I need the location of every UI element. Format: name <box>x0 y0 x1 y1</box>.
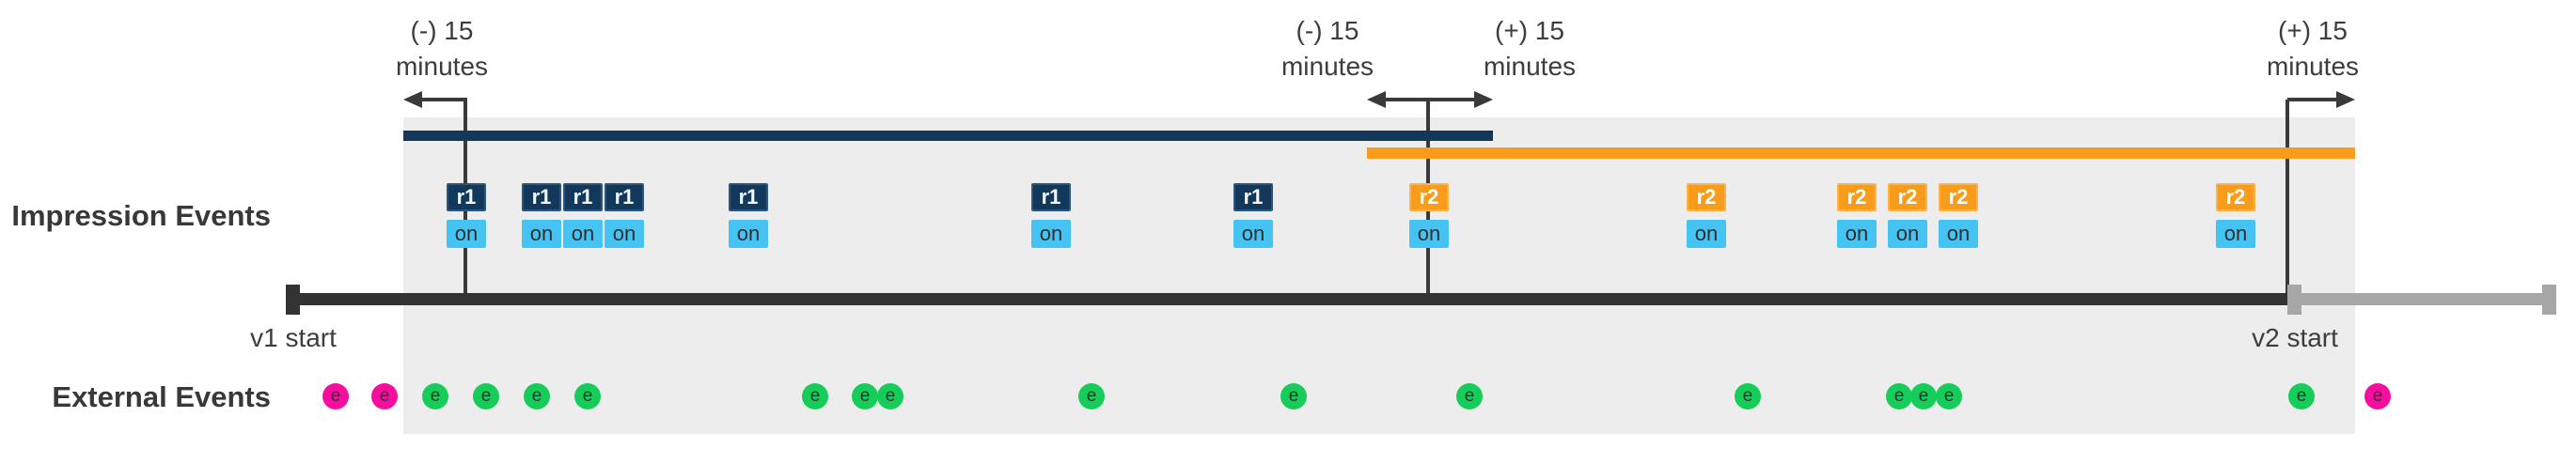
rule-badge-r1: r1 <box>729 183 768 211</box>
state-badge-on: on <box>1031 220 1071 248</box>
v1-start-tick <box>286 285 300 315</box>
rule-badge-r2: r2 <box>1939 183 1978 211</box>
timeline-end-tick <box>2542 285 2556 315</box>
annotation-minus15-left: (-) 15 minutes <box>396 13 488 85</box>
r2-window-bar <box>1367 147 2355 159</box>
state-badge-on: on <box>563 220 603 248</box>
window-arrow-mid-head-right <box>1474 91 1493 108</box>
impression-event-r2: r2 on <box>2216 183 2255 248</box>
external-event-dot-green: e <box>574 383 601 410</box>
v2-start-tick <box>2287 285 2301 315</box>
impression-event-r1: r1 on <box>1031 183 1071 248</box>
annotation-line1: (-) 15 <box>1296 16 1359 45</box>
external-event-dot-green: e <box>473 383 499 410</box>
external-event-dot-green: e <box>877 383 903 410</box>
external-events-label: External Events <box>52 380 271 413</box>
impression-event-r2: r2 on <box>1837 183 1877 248</box>
external-event-dot-pink: e <box>2364 383 2391 410</box>
impression-event-r1: r1 on <box>1233 183 1273 248</box>
external-event-dot-green: e <box>2288 383 2315 410</box>
plus15-arrow-right-head-right <box>2336 91 2355 108</box>
annotation-line1: (+) 15 <box>2278 16 2348 45</box>
plus15-arrow-right-line <box>2287 98 2342 101</box>
annotation-minus15-mid: (-) 15 minutes <box>1281 13 1374 85</box>
rule-badge-r2: r2 <box>1888 183 1927 211</box>
v1-start-label: v1 start <box>250 323 337 352</box>
impression-event-r1: r1 on <box>522 183 561 248</box>
annotation-line2: minutes <box>1483 52 1577 81</box>
impression-event-r2: r2 on <box>1888 183 1927 248</box>
v2-start-label: v2 start <box>2252 323 2338 352</box>
annotation-line2: minutes <box>2266 52 2360 81</box>
annotation-plus15-right: (+) 15 minutes <box>2267 13 2359 85</box>
state-badge-on: on <box>1233 220 1273 248</box>
impression-event-r2: r2 on <box>1687 183 1726 248</box>
highlight-panel <box>403 117 2355 434</box>
v2-start-line <box>2285 100 2289 299</box>
rule-badge-r2: r2 <box>1409 183 1449 211</box>
annotation-line2: minutes <box>1280 52 1374 81</box>
external-event-dot-green: e <box>1078 383 1105 410</box>
rule-badge-r2: r2 <box>2216 183 2255 211</box>
external-event-dot-green: e <box>1936 383 1962 410</box>
rule-badge-r2: r2 <box>1837 183 1877 211</box>
external-event-dot-green: e <box>422 383 448 410</box>
impression-event-r1: r1 on <box>563 183 603 248</box>
state-badge-on: on <box>1687 220 1726 248</box>
window-arrow-mid-head-left <box>1367 91 1386 108</box>
state-badge-on: on <box>522 220 561 248</box>
impression-event-r2: r2 on <box>1409 183 1449 248</box>
minus15-arrow-left-head-left <box>403 91 422 108</box>
impression-event-r1: r1 on <box>605 183 644 248</box>
state-badge-on: on <box>2216 220 2255 248</box>
external-event-dot-green: e <box>1910 383 1937 410</box>
annotation-line1: (-) 15 <box>410 16 474 45</box>
external-event-dot-green: e <box>852 383 878 410</box>
annotation-line2: minutes <box>395 52 489 81</box>
minus15-arrow-left-line <box>416 98 467 101</box>
external-event-dot-green: e <box>1886 383 1912 410</box>
state-badge-on: on <box>729 220 768 248</box>
impression-event-r2: r2 on <box>1939 183 1978 248</box>
impression-event-r1: r1 on <box>447 183 486 248</box>
impression-events-label: Impression Events <box>11 199 271 232</box>
state-badge-on: on <box>1888 220 1927 248</box>
r1-window-bar <box>403 131 1493 141</box>
window-arrow-mid-line <box>1380 98 1480 101</box>
external-event-dot-green: e <box>802 383 828 410</box>
rule-badge-r1: r1 <box>1031 183 1071 211</box>
timeline-bar-active <box>287 293 2288 305</box>
rule-badge-r1: r1 <box>563 183 603 211</box>
external-event-dot-pink: e <box>371 383 398 410</box>
rule-badge-r2: r2 <box>1687 183 1726 211</box>
external-event-dot-green: e <box>1280 383 1307 410</box>
rule-badge-r1: r1 <box>447 183 486 211</box>
timeline-bar-future <box>2288 293 2550 305</box>
impression-event-r1: r1 on <box>729 183 768 248</box>
rule-badge-r1: r1 <box>605 183 644 211</box>
state-badge-on: on <box>605 220 644 248</box>
state-badge-on: on <box>1409 220 1449 248</box>
state-badge-on: on <box>1837 220 1877 248</box>
external-event-dot-green: e <box>1735 383 1761 410</box>
state-badge-on: on <box>447 220 486 248</box>
rule-badge-r1: r1 <box>522 183 561 211</box>
external-event-dot-green: e <box>1456 383 1483 410</box>
annotation-line1: (+) 15 <box>1495 16 1564 45</box>
rule-badge-r1: r1 <box>1233 183 1273 211</box>
external-event-dot-green: e <box>524 383 550 410</box>
annotation-plus15-mid: (+) 15 minutes <box>1484 13 1576 85</box>
external-event-dot-pink: e <box>322 383 349 410</box>
state-badge-on: on <box>1939 220 1978 248</box>
